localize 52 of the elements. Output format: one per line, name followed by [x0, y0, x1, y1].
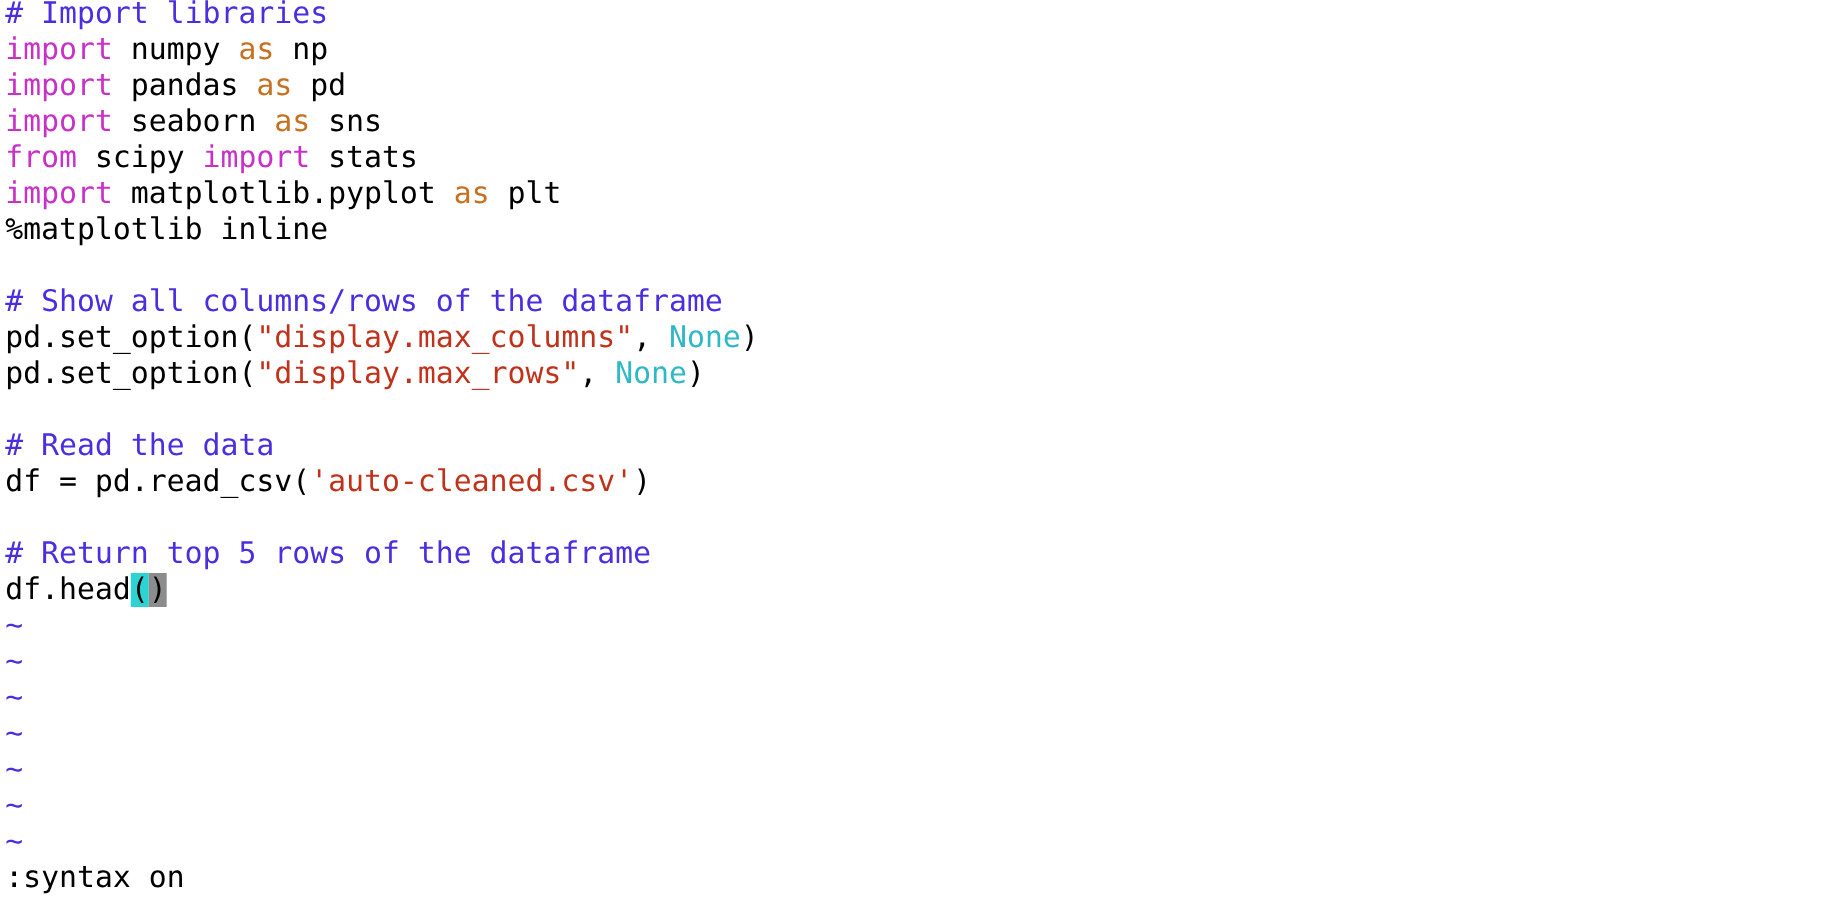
label: None [617, 361, 686, 384]
empty-line-marker: ~ [6, 767, 22, 772]
label: np [295, 42, 327, 66]
code-line: # Import libraries [5, 0, 326, 30]
label: import [7, 108, 110, 138]
label: from [8, 144, 76, 168]
label: ) [692, 360, 699, 387]
label: ) [745, 324, 753, 351]
label: "display.max_rows" [261, 360, 575, 391]
label: as [240, 42, 272, 60]
code-line: # Show all columns/rows of the dataframe [5, 288, 722, 314]
label: pd.set_option( [7, 324, 252, 355]
code-line: pd.set_option( "display.max_rows" , None ) [8, 360, 699, 391]
label: "display.max_columns" [261, 324, 629, 355]
empty-line-marker: ~ [6, 803, 22, 808]
empty-line-marker: ~ [6, 623, 22, 628]
label: pd.set_option( [7, 360, 252, 391]
empty-line-marker: ~ [6, 659, 22, 664]
label: seaborn [133, 108, 254, 132]
label: as [258, 78, 290, 96]
label: import [7, 180, 110, 210]
code-line: # Return top 5 rows of the dataframe [5, 540, 650, 570]
command-line: :syntax on [12, 866, 182, 894]
code-line: df.head ( ) [7, 573, 167, 607]
label: as [455, 186, 487, 204]
label: as [276, 114, 308, 132]
empty-line-marker: ~ [6, 839, 22, 844]
code-line: import matplotlib.pyplot as plt [7, 180, 559, 210]
empty-line-marker: ~ [6, 731, 22, 736]
label: scipy [98, 144, 184, 174]
label: , [639, 342, 645, 352]
label: None [671, 325, 740, 348]
label: stats [331, 146, 415, 168]
label: import [7, 36, 110, 66]
label: import [7, 72, 110, 102]
label: plt [510, 180, 559, 210]
code-line: import numpy as np [7, 36, 327, 66]
code-line: # Read the data [5, 432, 272, 456]
empty-line-marker: ~ [6, 695, 22, 700]
code-line: from scipy import stats [8, 144, 415, 174]
label: numpy [133, 42, 220, 66]
code-line: df = pd.read_csv( 'auto-cleaned.csv' ) [7, 468, 645, 499]
label: , [585, 378, 591, 388]
code-line: pd.set_option( "display.max_columns" , None ) [8, 324, 753, 355]
label: pandas [133, 72, 236, 102]
label: import [205, 144, 308, 174]
code-line: %matplotlib inline [5, 216, 327, 246]
label: pd [312, 72, 344, 102]
code-line: import seaborn as sns [7, 108, 379, 138]
label: matplotlib.pyplot [132, 180, 433, 210]
code-line: import pandas as pd [7, 72, 344, 102]
label: sns [331, 114, 380, 132]
